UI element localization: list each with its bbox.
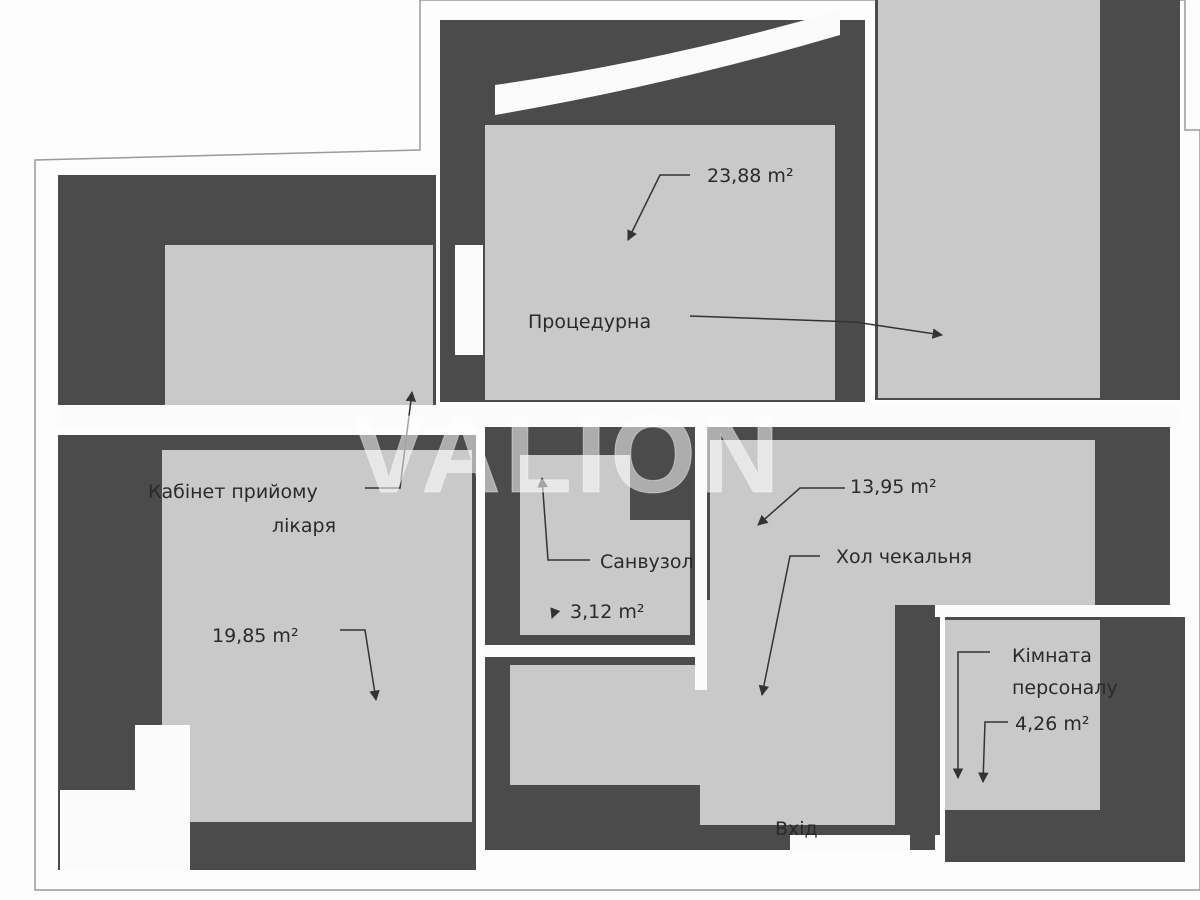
room-bathroom bbox=[485, 427, 695, 647]
hall-area: 13,95 m² bbox=[850, 476, 937, 498]
cabinet-name-line1: Кабінет прийому bbox=[148, 481, 318, 503]
procedure-name: Процедурна bbox=[528, 311, 651, 333]
hall-name: Хол чекальня bbox=[836, 546, 972, 568]
room-top-left bbox=[58, 175, 436, 410]
label-arrows bbox=[340, 174, 1008, 784]
cabinet-area: 19,85 m² bbox=[212, 625, 299, 647]
watermark: VALION bbox=[352, 393, 783, 516]
bathroom-area: 3,12 m² bbox=[570, 601, 644, 623]
room-cabinet bbox=[58, 435, 476, 870]
building-outline bbox=[34, 0, 1200, 891]
bathroom-name: Санвузол bbox=[600, 551, 694, 573]
procedure-area: 23,88 m² bbox=[707, 165, 794, 187]
room-right bbox=[875, 0, 1180, 400]
room-staff bbox=[895, 605, 1185, 862]
room-procedure bbox=[440, 10, 865, 402]
staff-area: 4,26 m² bbox=[1015, 713, 1089, 735]
staff-name-line1: Кімната bbox=[1012, 645, 1092, 667]
corridor-gap bbox=[58, 405, 1178, 427]
entrance-label: Вхід bbox=[775, 818, 818, 840]
staff-name-line2: персоналу bbox=[1012, 677, 1118, 699]
cabinet-name-line2: лікаря bbox=[272, 515, 336, 537]
room-hall bbox=[485, 425, 1170, 850]
